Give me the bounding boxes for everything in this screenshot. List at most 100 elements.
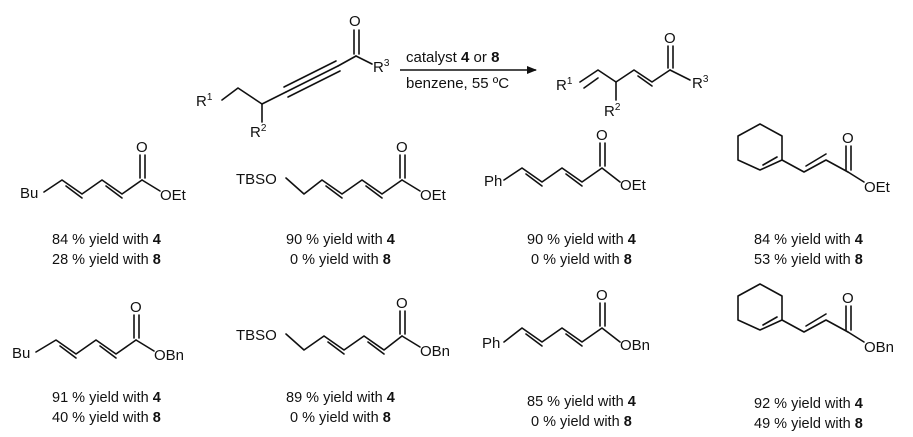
reactant-oxygen-label: O — [349, 13, 361, 30]
double-bond-1 — [805, 153, 827, 167]
ester-label: OBn — [420, 343, 450, 360]
double-bond-2 — [365, 185, 383, 199]
product-3: Ph O OEt 90 % yield with 4 0 % yield wit… — [484, 127, 647, 268]
ester-bond — [847, 331, 865, 343]
yield-line-a: 92 % yield with 4 — [754, 396, 863, 412]
yield-line-b: 0 % yield with 8 — [531, 414, 632, 430]
carbonyl-double-bond — [399, 154, 406, 179]
dienoate-chain — [285, 177, 403, 195]
reactant-acyl-bond — [337, 55, 357, 67]
double-bond-1 — [327, 341, 345, 355]
product-6: TBSO O OBn 89 % yield with 4 0 % yield w… — [236, 295, 450, 426]
product-5: Bu O OBn 91 % yield with 4 40 % yield wi… — [12, 299, 184, 426]
oxygen-label: O — [136, 139, 148, 156]
ester-label: OBn — [620, 337, 650, 354]
substituent-label: TBSO — [236, 171, 277, 188]
product-double-bond-2 — [637, 75, 653, 87]
double-bond-1 — [59, 345, 77, 359]
ester-bond — [847, 171, 865, 183]
ester-label: OBn — [154, 347, 184, 364]
product-diene-chain — [579, 69, 671, 83]
cyclohexene-ring — [737, 123, 783, 171]
cyclohexene-ring — [737, 283, 783, 331]
ester-bond — [401, 179, 421, 192]
yield-line-a: 91 % yield with 4 — [52, 390, 161, 406]
alkyne-bond-1 — [285, 65, 339, 93]
ester-label: OEt — [620, 177, 647, 194]
acrylate-chain — [781, 159, 849, 173]
oxygen-label: O — [396, 139, 408, 156]
ester-bond — [141, 179, 161, 192]
reactant-r2-label: R2 — [250, 123, 267, 141]
product-r3-label: R3 — [692, 74, 709, 92]
yield-line-b: 49 % yield with 8 — [754, 416, 863, 432]
reactant-propargyl-bond — [261, 91, 287, 105]
double-bond-1 — [325, 185, 343, 199]
double-bond-2 — [565, 173, 583, 187]
ester-label: OEt — [160, 187, 187, 204]
yield-line-a: 89 % yield with 4 — [286, 390, 395, 406]
product-structure: R1 R2 O R3 — [556, 30, 709, 120]
alkyne-bond-3 — [287, 70, 341, 98]
reactant-r3-bond — [355, 55, 373, 65]
product-r1-label: R1 — [556, 76, 573, 94]
substituent-label: Bu — [12, 345, 30, 362]
yield-line-b: 53 % yield with 8 — [754, 252, 863, 268]
solvent-condition: benzene, 55 ºC — [406, 75, 509, 92]
product-double-bond-1 — [583, 77, 599, 89]
substituent-label: Ph — [484, 173, 502, 190]
double-bond-2 — [99, 345, 117, 359]
product-carbonyl-double-bond — [667, 45, 674, 69]
ester-label: OBn — [864, 339, 894, 356]
yield-line-a: 84 % yield with 4 — [754, 232, 863, 248]
ester-bond — [135, 339, 155, 352]
oxygen-label: O — [596, 287, 608, 304]
double-bond-1 — [525, 333, 543, 347]
acrylate-chain — [781, 319, 849, 333]
carbonyl-double-bond — [599, 142, 606, 167]
catalyst-condition: catalyst 4 or 8 — [406, 49, 499, 66]
oxygen-label: O — [842, 130, 854, 147]
reaction-arrow-group: catalyst 4 or 8 benzene, 55 ºC — [400, 49, 537, 92]
yield-line-a: 85 % yield with 4 — [527, 394, 636, 410]
dienoate-chain — [285, 333, 403, 351]
oxygen-label: O — [130, 299, 142, 316]
double-bond-1 — [525, 173, 543, 187]
carbonyl-double-bond — [845, 305, 852, 331]
yield-line-b: 0 % yield with 8 — [531, 252, 632, 268]
carbonyl-double-bond — [133, 314, 140, 339]
yield-line-a: 90 % yield with 4 — [286, 232, 395, 248]
oxygen-label: O — [842, 290, 854, 307]
double-bond-2 — [105, 185, 123, 199]
product-r3-bond — [669, 69, 691, 81]
yield-line-a: 84 % yield with 4 — [52, 232, 161, 248]
ester-label: OEt — [420, 187, 447, 204]
reactant-structure: R1 R2 O R3 — [196, 13, 390, 141]
oxygen-label: O — [396, 295, 408, 312]
double-bond-2 — [565, 333, 583, 347]
carbonyl-double-bond — [399, 310, 406, 335]
carbonyl-double-bond — [845, 145, 852, 171]
ester-bond — [401, 335, 421, 348]
yield-line-b: 0 % yield with 8 — [290, 252, 391, 268]
dienoate-chain — [43, 179, 143, 195]
reactant-backbone — [221, 87, 263, 105]
yield-line-b: 28 % yield with 8 — [52, 252, 161, 268]
carbonyl-double-bond — [599, 302, 606, 327]
yield-line-b: 40 % yield with 8 — [52, 410, 161, 426]
product-2: TBSO O OEt 90 % yield with 4 0 % yield w… — [236, 139, 447, 268]
ring-double-bond — [762, 156, 778, 166]
product-4: O OEt 84 % yield with 4 53 % yield with … — [737, 123, 891, 268]
alkyne-bond-2 — [283, 60, 337, 88]
product-r2-label: R2 — [604, 102, 621, 120]
dienoate-chain — [503, 167, 621, 183]
substituent-label: TBSO — [236, 327, 277, 344]
double-bond-1 — [805, 313, 827, 327]
product-oxygen-label: O — [664, 30, 676, 47]
yield-line-a: 90 % yield with 4 — [527, 232, 636, 248]
product-8: O OBn 92 % yield with 4 49 % yield with … — [737, 283, 894, 432]
substituent-label: Bu — [20, 185, 38, 202]
ring-double-bond — [762, 316, 778, 326]
product-7: Ph O OBn 85 % yield with 4 0 % yield wit… — [482, 287, 650, 430]
